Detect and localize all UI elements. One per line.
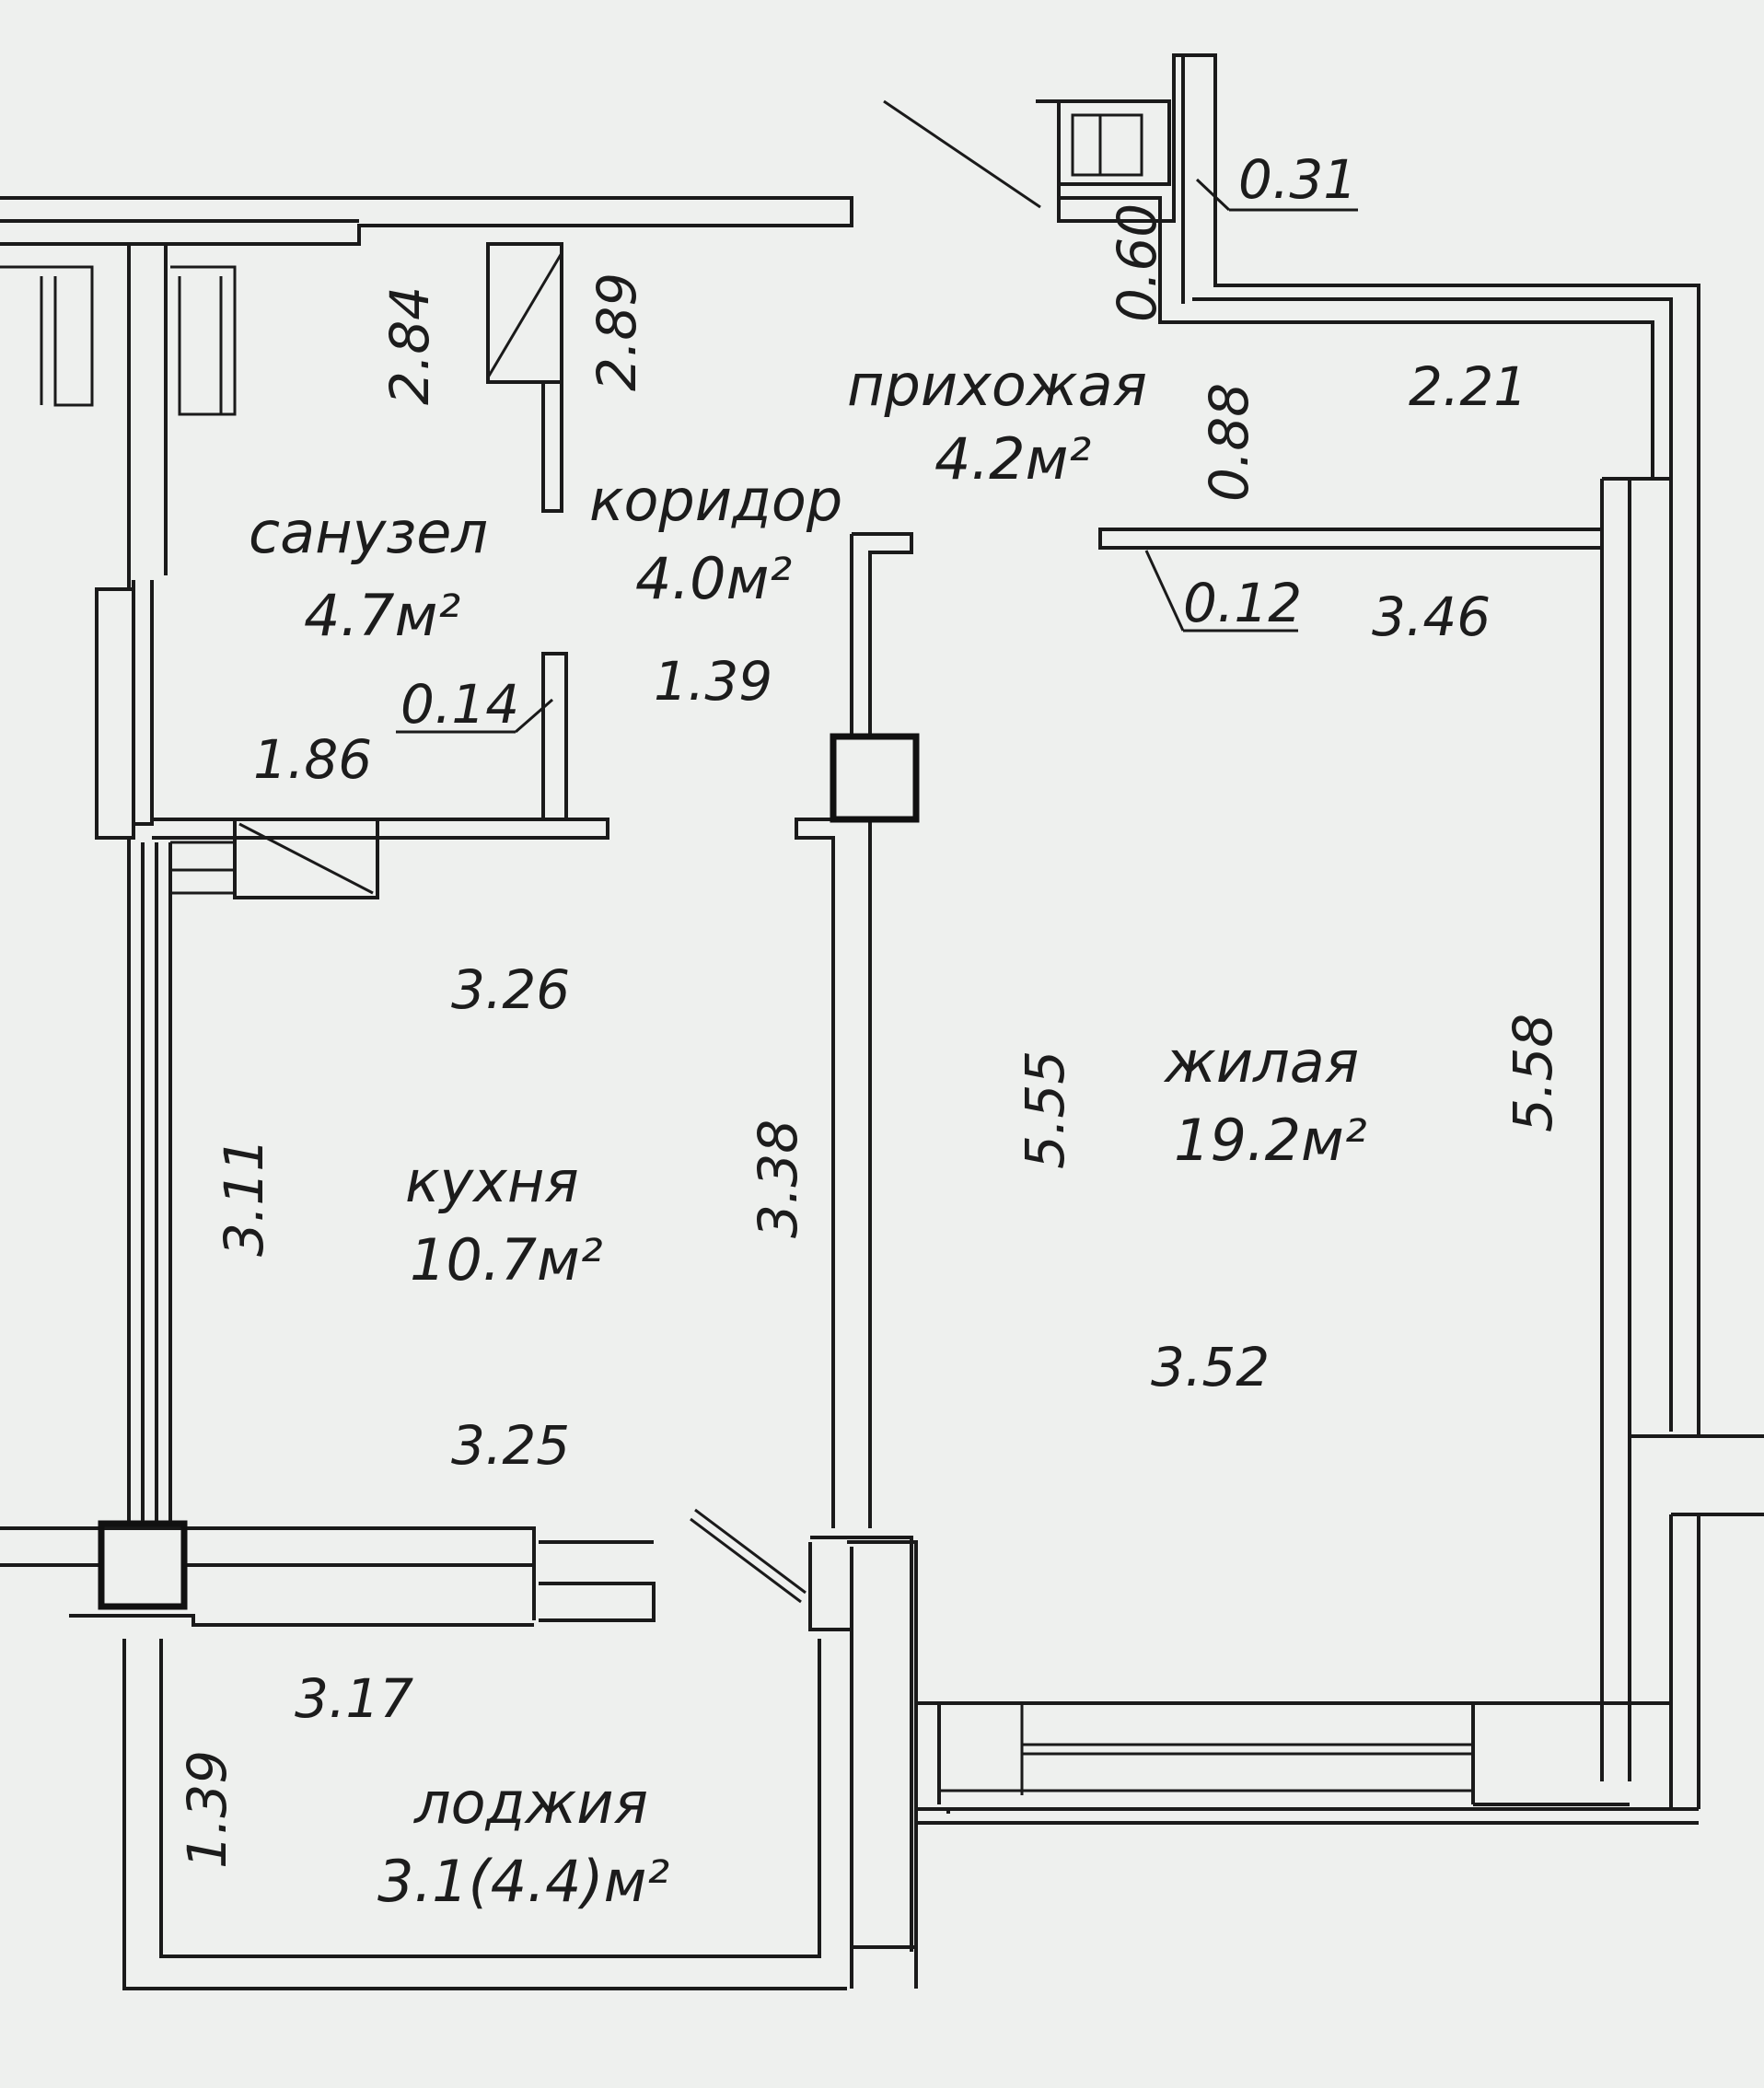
ventilation-shaft-top (486, 242, 563, 513)
left-window-frame (95, 587, 135, 840)
living-name: жилая (1163, 1028, 1359, 1096)
loggia-right-column (810, 1536, 913, 1952)
dim-3-38: 3.38 (747, 1119, 809, 1238)
dim-2-21: 2.21 (1409, 355, 1527, 418)
entrance-walls (1036, 53, 1700, 1436)
kitchen-stub (170, 841, 237, 895)
loggia-area: 3.1(4.4)м² (377, 1848, 669, 1915)
dimension-labels: 2.84 2.89 0.31 0.60 0.88 2.21 0.12 3.46 … (176, 99, 1564, 1869)
dim-3-52: 3.52 (1151, 1336, 1270, 1398)
dim-0-12: 0.12 (1183, 572, 1302, 634)
dim-3-11: 3.11 (213, 1138, 275, 1257)
dim-5-58: 5.58 (1502, 1014, 1564, 1132)
kitchen-left-wall (127, 580, 172, 1524)
kitchen-name: кухня (405, 1148, 579, 1215)
living-bottom-outer (916, 1807, 1699, 1825)
bathroom-area: 4.7м² (304, 582, 460, 649)
entrance-leader (883, 99, 1041, 209)
loggia-balcony-door (690, 1508, 807, 1604)
dim-3-26: 3.26 (451, 958, 570, 1021)
dim-2-89: 2.89 (586, 273, 648, 391)
dim-0-14: 0.14 (400, 673, 519, 736)
entrance-detail (1071, 113, 1143, 177)
dim-0-60: 0.60 (1106, 203, 1168, 322)
right-wall (1600, 477, 1764, 1809)
hallway-living-partition (1098, 528, 1604, 550)
living-window (939, 1703, 1475, 1804)
dim-0-88: 0.88 (1198, 383, 1260, 502)
left-duct-2 (170, 265, 237, 416)
dim-0-14-leader (515, 698, 553, 734)
dim-1-39-top: 1.39 (654, 650, 772, 713)
dim-0-31: 0.31 (1238, 148, 1357, 211)
central-partition (795, 532, 913, 1528)
entrance-inner (1059, 196, 1654, 479)
dim-3-46: 3.46 (1372, 586, 1491, 648)
walls (0, 53, 1764, 1990)
kitchen-area: 10.7м² (410, 1226, 603, 1293)
dim-5-55: 5.55 (1014, 1050, 1076, 1169)
corridor-area: 4.0м² (635, 545, 792, 612)
hallway-name: прихожая (847, 352, 1147, 419)
bathroom-partition (541, 652, 568, 821)
bathroom-bottom-wall (152, 818, 609, 840)
room-labels: санузел 4.7м² коридор 4.0м² прихожая 4.2… (249, 352, 1367, 1915)
hallway-area: 4.2м² (934, 425, 1091, 493)
loggia-name: лоджия (413, 1769, 648, 1837)
dim-3-25: 3.25 (451, 1414, 570, 1477)
column-center (830, 733, 920, 823)
kitchen-loggia-wall (0, 1526, 656, 1627)
top-wall (0, 196, 853, 246)
column-left (98, 1520, 188, 1610)
dim-1-86: 1.86 (253, 728, 372, 791)
ventilation-shaft-mid (233, 818, 379, 899)
loggia-walls (122, 1540, 918, 1990)
dim-3-17: 3.17 (295, 1667, 413, 1730)
dim-2-84: 2.84 (378, 286, 441, 405)
corridor-name: коридор (589, 467, 842, 534)
dim-0-31-leader (1195, 178, 1231, 212)
dim-1-39-loggia: 1.39 (176, 1750, 238, 1869)
living-area: 19.2м² (1174, 1107, 1367, 1174)
left-duct (0, 265, 94, 407)
dim-0-12-leader (1144, 550, 1185, 632)
bathroom-name: санузел (249, 499, 488, 566)
left-outer-wall (127, 244, 168, 589)
